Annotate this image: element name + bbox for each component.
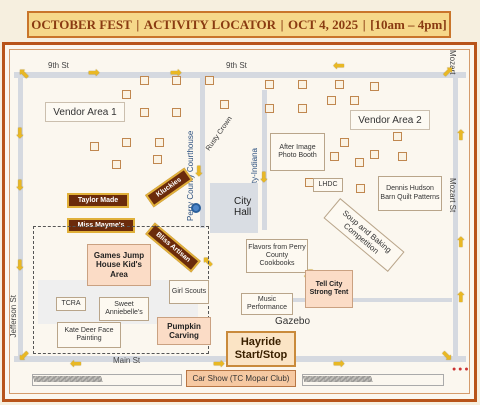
event-name: OCTOBER FEST (31, 16, 132, 32)
direction-arrow-icon: ⬊ (441, 347, 453, 363)
booth-marker (220, 100, 229, 109)
city-hall-building (210, 183, 258, 233)
booth-marker (398, 152, 407, 161)
booth-marker (153, 155, 162, 164)
booth-sweet-anniebelles: Sweet Anniebelle's (99, 297, 149, 321)
direction-arrow-icon: ⬇ (14, 177, 26, 193)
booth-music-performance: Music Performance (241, 293, 293, 315)
booth-marker (140, 76, 149, 85)
direction-arrow-icon: ➡ (213, 355, 225, 371)
header-separator: | (136, 16, 140, 32)
direction-arrow-icon: ⬉ (202, 253, 214, 269)
booth-marker (140, 108, 149, 117)
fence-right: \\\\\\\\\\\\\\\\\\\\\\\\\\\\\\\\\\\\\\\\… (302, 374, 444, 386)
booth-marker (172, 76, 181, 85)
booth-pumpkin-carving: Pumpkin Carving (157, 317, 211, 345)
header-date: OCT 4, 2025 (288, 16, 359, 32)
header-separator: | (362, 16, 366, 32)
booth-marker (265, 80, 274, 89)
booth-marker (355, 158, 364, 167)
header-title: ACTIVITY LOCATOR (143, 16, 277, 32)
booth-games-kids-area: Games Jump House Kid's Area (87, 244, 151, 286)
booth-marker (370, 150, 379, 159)
booth-dennis-hudson: Dennis Hudson Barn Quilt Patterns (378, 176, 442, 211)
hayride-start-stop: Hayride Start/Stop (226, 331, 296, 367)
direction-arrow-icon: ⬅ (70, 355, 82, 371)
direction-arrow-icon: ⬇ (14, 257, 26, 273)
direction-arrow-icon: ➡ (333, 355, 345, 371)
label-mozart-top: Mozart (448, 50, 457, 75)
direction-arrow-icon: ⬆ (455, 234, 467, 250)
booth-marker (330, 152, 339, 161)
booth-taylor-made: Taylor Made (67, 193, 129, 208)
dots-icon: ● ● ● (452, 366, 469, 373)
booth-marker (393, 132, 402, 141)
city-hall-label: City Hall (234, 196, 252, 218)
street-center-north (200, 78, 205, 228)
booth-marker (112, 160, 121, 169)
booth-marker (327, 96, 336, 105)
booth-marker (340, 138, 349, 147)
booth-flavors: Flavors from Perry County Cookbooks (246, 239, 308, 273)
header-banner: OCTOBER FEST | ACTIVITY LOCATOR | OCT 4,… (27, 11, 451, 38)
direction-arrow-icon: ⬆ (455, 127, 467, 143)
direction-arrow-icon: ⬅ (333, 57, 345, 73)
direction-arrow-icon: ⬋ (18, 347, 30, 363)
booth-marker (298, 104, 307, 113)
direction-arrow-icon: ➡ (88, 64, 100, 80)
booth-marker (205, 76, 214, 85)
map-inner-border (9, 49, 470, 394)
gazebo-label: Gazebo (275, 316, 311, 327)
street-tell-city (262, 90, 267, 230)
booth-marker (155, 138, 164, 147)
booth-marker (370, 82, 379, 91)
direction-arrow-icon: ⬇ (193, 163, 205, 179)
booth-marker (122, 90, 131, 99)
direction-arrow-icon: ⬇ (258, 169, 270, 185)
street-jefferson (18, 76, 23, 358)
booth-lhdc: LHDC (313, 178, 343, 192)
booth-girl-scouts: Girl Scouts (169, 280, 209, 304)
direction-arrow-icon: ⬇ (14, 125, 26, 141)
label-main-st: Main St (113, 356, 141, 365)
booth-marker (335, 80, 344, 89)
street-gazebo-lane (262, 298, 452, 302)
vendor-area-2-label: Vendor Area 2 (350, 110, 430, 130)
booth-miss-maymes: Miss Mayme's (67, 218, 135, 233)
booth-kate-deer: Kate Deer Face Painting (57, 322, 121, 348)
booth-marker (298, 80, 307, 89)
booth-after-image: After Image Photo Booth (270, 133, 325, 171)
label-jefferson-st: Jefferson St (9, 295, 18, 338)
label-mozart-st: Mozart St (448, 178, 457, 213)
street-9th (14, 72, 466, 78)
header-hours: [10am – 4pm] (370, 16, 447, 32)
direction-arrow-icon: ⬈ (442, 63, 454, 79)
booth-marker (122, 138, 131, 147)
vendor-area-1-label: Vendor Area 1 (45, 102, 125, 122)
booth-marker (172, 108, 181, 117)
street-mozart (453, 76, 458, 358)
direction-arrow-icon: ➡ (170, 64, 182, 80)
direction-arrow-icon: ⬉ (18, 65, 30, 81)
label-9th-st-left: 9th St (48, 61, 69, 70)
booth-marker (90, 142, 99, 151)
map-pin-icon (191, 203, 201, 213)
label-9th-st-right: 9th St (226, 61, 247, 70)
booth-marker (350, 96, 359, 105)
fence-left: \\\\\\\\\\\\\\\\\\\\\\\\\\\\\\\\\\\\\\\\… (32, 374, 182, 386)
booth-tell-city-strong: Tell City Strong Tent (305, 270, 353, 308)
header-separator: | (280, 16, 284, 32)
booth-marker (265, 104, 274, 113)
booth-marker (356, 184, 365, 193)
booth-tcra: TCRA (56, 297, 86, 311)
direction-arrow-icon: ⬆ (455, 289, 467, 305)
car-show-area: Car Show (TC Mopar Club) (186, 370, 296, 387)
